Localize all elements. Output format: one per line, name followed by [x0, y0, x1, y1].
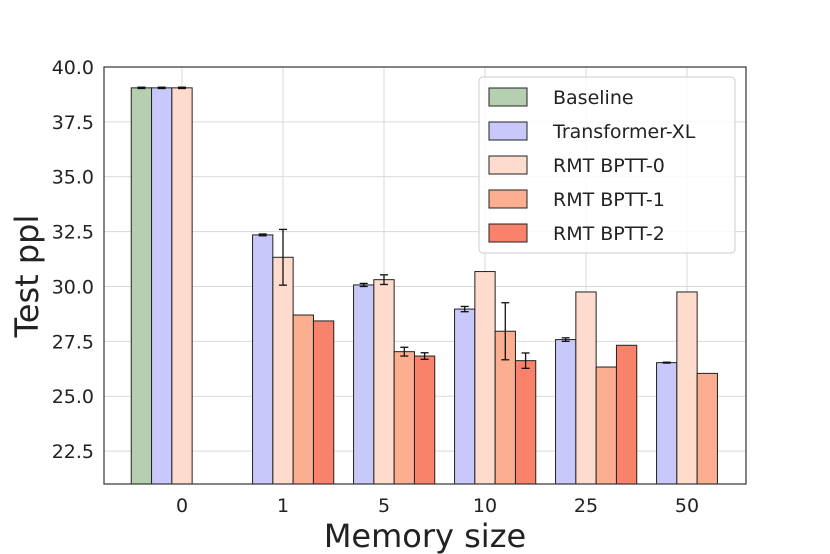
bar	[656, 362, 678, 485]
bar	[514, 360, 537, 485]
bar	[272, 256, 294, 485]
legend-swatch	[488, 87, 528, 107]
x-tick-labels: 0 1 5 10 25 50	[176, 495, 699, 517]
bar	[292, 314, 314, 485]
legend-swatch	[488, 189, 528, 209]
bar	[393, 351, 415, 485]
bar	[575, 291, 597, 485]
bar	[474, 271, 496, 485]
bar	[676, 291, 698, 485]
legend-swatch	[488, 223, 528, 243]
bar	[413, 355, 436, 485]
legend-label: Transformer-XL	[552, 121, 696, 143]
x-tick-label: 5	[378, 495, 390, 517]
bar	[151, 87, 173, 485]
bar	[252, 234, 274, 485]
plot-frame	[103, 66, 747, 485]
bar	[353, 284, 375, 485]
y-tick-label: 30.0	[52, 276, 94, 298]
legend-label: RMT BPTT-0	[553, 155, 665, 177]
y-tick-label: 40.0	[52, 57, 94, 79]
x-tick-label: 1	[277, 495, 289, 517]
x-tick-label: 25	[574, 495, 598, 517]
y-tick-label: 35.0	[52, 167, 94, 189]
legend-label: RMT BPTT-2	[553, 223, 665, 245]
y-tick-label: 22.5	[52, 441, 94, 463]
bar	[696, 372, 718, 485]
x-tick-label: 50	[675, 495, 699, 517]
y-tick-label: 27.5	[52, 331, 94, 353]
legend-box	[478, 76, 736, 254]
y-tick-label: 37.5	[52, 112, 94, 134]
y-tick-label: 25.0	[52, 386, 94, 408]
legend-swatch	[488, 121, 528, 141]
bar	[373, 279, 395, 485]
bar	[312, 320, 335, 485]
y-tick-label: 32.5	[52, 222, 94, 244]
bar	[130, 87, 153, 485]
x-tick-label: 10	[473, 495, 497, 517]
bar	[615, 344, 638, 485]
x-tick-label: 0	[176, 495, 188, 517]
y-axis-label: Test ppl	[8, 215, 46, 339]
bar	[555, 339, 577, 485]
bar	[171, 87, 193, 485]
error-bars	[137, 86, 671, 369]
bar	[454, 308, 476, 485]
y-tick-labels: 22.5 25.0 27.5 30.0 32.5 35.0 37.5 40.0	[52, 57, 94, 463]
x-axis-label: Memory size	[324, 517, 526, 554]
bar	[595, 366, 617, 485]
legend-label: RMT BPTT-1	[553, 189, 665, 211]
legend-swatch	[488, 155, 528, 175]
legend-label: Baseline	[553, 87, 634, 109]
